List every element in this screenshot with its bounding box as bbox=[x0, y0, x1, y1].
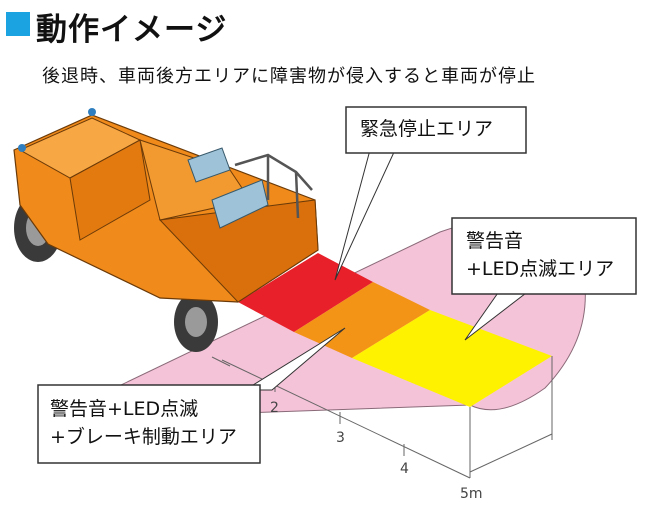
alarm-led-zone bbox=[352, 310, 552, 407]
distance-label-5m: 5m bbox=[460, 486, 483, 502]
emergency-callout-box bbox=[345, 106, 527, 154]
emergency-stop-zone bbox=[238, 253, 373, 332]
alarm-brake-zone-line1: 警告音+LED点滅 bbox=[50, 398, 199, 420]
distance-label-2: 2 bbox=[270, 400, 279, 416]
alarm-brake-zone-line2: +ブレーキ制動エリア bbox=[50, 426, 237, 448]
title-marker-square bbox=[6, 12, 30, 36]
alarm-led-zone-line2: +LED点滅エリア bbox=[466, 258, 615, 280]
alarm-led-zone-line1: 警告音 bbox=[466, 230, 524, 252]
alarm-led-callout-box bbox=[451, 217, 637, 295]
page-subtitle: 後退時、車両後方エリアに障害物が侵入すると車両が停止 bbox=[42, 66, 536, 87]
alarm-brake-callout-box bbox=[37, 384, 261, 464]
emergency-zone-label: 緊急停止エリア bbox=[360, 118, 494, 140]
page-title: 動作イメージ bbox=[36, 12, 228, 48]
distance-label-4: 4 bbox=[400, 461, 409, 477]
vehicle bbox=[13, 108, 319, 352]
distance-label-3: 3 bbox=[336, 430, 345, 446]
